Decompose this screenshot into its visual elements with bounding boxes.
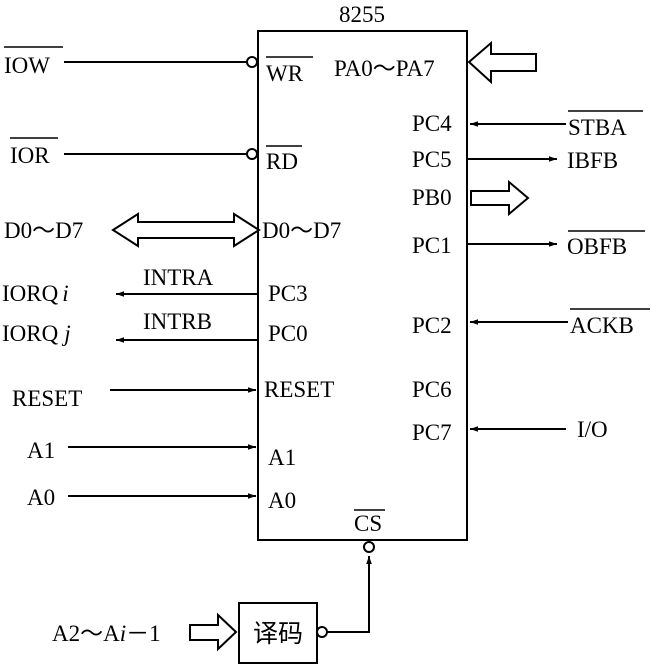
rd-inversion-bubble xyxy=(246,148,258,160)
chip-title: 8255 xyxy=(339,2,385,27)
signal-iow: IOW xyxy=(4,53,50,78)
pin-pc3: PC3 xyxy=(268,281,308,306)
signal-data-bus: D0～D7 xyxy=(4,218,83,243)
signal-intrb: INTRB xyxy=(143,309,212,334)
pin-pc2: PC2 xyxy=(412,313,452,338)
pin-pc6: PC6 xyxy=(412,377,452,402)
signal-a1: A1 xyxy=(27,438,55,463)
chip-8255-box xyxy=(257,30,468,541)
signal-io: I/O xyxy=(577,417,608,442)
decoder-input-label: A2～Ai－1 xyxy=(52,621,161,646)
pa-port-arrow xyxy=(467,40,537,85)
pin-pc5: PC5 xyxy=(412,147,452,172)
signal-ackb: ACKB xyxy=(570,313,634,338)
pin-pc0: PC0 xyxy=(268,321,308,346)
signal-a0: A0 xyxy=(27,485,55,510)
pin-pb0: PB0 xyxy=(412,185,452,210)
pin-cs: CS xyxy=(354,511,382,536)
pin-pc1: PC1 xyxy=(412,233,452,258)
pin-reset: RESET xyxy=(264,377,334,402)
pin-rd: RD xyxy=(266,149,298,174)
pin-pa0-pa7: PA0～PA7 xyxy=(334,56,435,81)
pin-wr: WR xyxy=(266,61,304,86)
signal-ior: IOR xyxy=(10,143,50,168)
decoder-output-bubble xyxy=(316,626,328,638)
pb-port-arrow xyxy=(470,179,530,217)
wire-decoder-to-cs xyxy=(327,556,372,633)
pin-a0: A0 xyxy=(268,488,296,513)
pin-a1: A1 xyxy=(268,445,296,470)
decoder-input-arrow xyxy=(189,612,238,652)
pin-d0-d7: D0～D7 xyxy=(262,218,341,243)
decoder-label: 译码 xyxy=(253,619,303,648)
cs-inversion-bubble xyxy=(363,541,375,553)
signal-ibfb: IBFB xyxy=(567,148,618,173)
data-bus-double-arrow xyxy=(111,212,261,248)
wr-inversion-bubble xyxy=(246,56,258,68)
pin-pc7: PC7 xyxy=(412,420,452,445)
signal-stba: STBA xyxy=(568,115,627,140)
signal-intra: INTRA xyxy=(143,265,214,290)
signal-obfb: OBFB xyxy=(567,234,627,259)
pin-pc4: PC4 xyxy=(412,111,452,136)
signal-reset: RESET xyxy=(12,386,82,411)
